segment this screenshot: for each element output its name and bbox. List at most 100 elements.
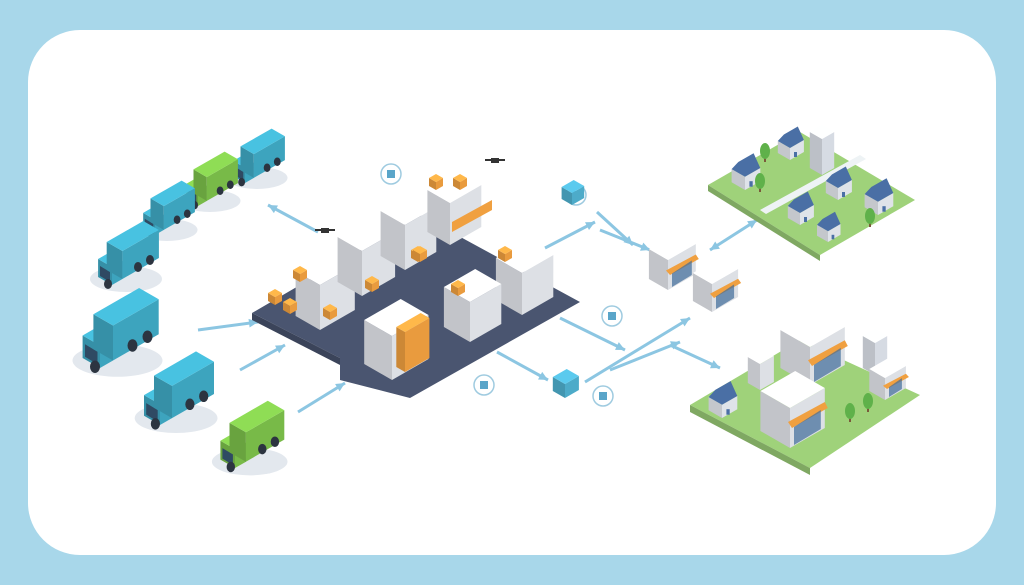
arrow-head-icon bbox=[585, 222, 595, 230]
store-right-body-top-face bbox=[692, 258, 739, 284]
small-office-left-face bbox=[747, 357, 760, 390]
house-walls-left-face bbox=[817, 224, 828, 242]
arrow-head-icon bbox=[335, 383, 345, 392]
arrow-head-icon bbox=[248, 318, 258, 328]
house-walls-right-face bbox=[800, 205, 814, 225]
house-roof bbox=[864, 178, 894, 202]
arrow-truck-large bbox=[239, 343, 286, 372]
store-windows bbox=[794, 410, 821, 445]
mini-hub-box-top-face bbox=[552, 369, 579, 384]
truck-wheel bbox=[258, 443, 267, 455]
mini-hub-box-right-face bbox=[565, 376, 579, 398]
arrow-line bbox=[669, 343, 721, 370]
house bbox=[777, 126, 804, 160]
truck-cargo-top-face bbox=[93, 288, 159, 326]
truck-cargo-right-face bbox=[172, 361, 214, 419]
circle-icon bbox=[380, 163, 402, 185]
arrow-head-icon bbox=[747, 220, 757, 229]
warehouse-awning bbox=[452, 200, 492, 232]
arrow-hub-to-store-lower bbox=[584, 316, 691, 384]
arrow-line bbox=[496, 350, 549, 382]
truck-cargo-right-face bbox=[122, 230, 159, 279]
circle-icon bbox=[592, 385, 614, 407]
truck-wheel bbox=[216, 186, 224, 195]
arrow-head-icon bbox=[275, 345, 285, 354]
truck-cargo-left-face bbox=[93, 314, 113, 361]
house-walls-right-face bbox=[828, 224, 841, 242]
arrow-line bbox=[197, 320, 259, 332]
house bbox=[864, 178, 894, 215]
house-roof bbox=[825, 166, 852, 188]
grass-edge bbox=[708, 185, 820, 261]
tree-icon bbox=[845, 403, 855, 419]
store-left-body-left-face bbox=[648, 249, 668, 290]
house-window bbox=[794, 152, 797, 157]
house-roof bbox=[731, 153, 761, 177]
warehouse-building-back1-left-face bbox=[337, 237, 362, 296]
truck-green-bottom bbox=[211, 400, 288, 476]
store-side-body-left-face bbox=[869, 369, 885, 400]
store-right bbox=[692, 258, 742, 312]
truck-cargo-right-face bbox=[253, 136, 285, 178]
store-awning bbox=[883, 373, 909, 389]
house-roof bbox=[817, 211, 841, 232]
truck-wheel bbox=[226, 461, 235, 473]
store-left bbox=[648, 233, 699, 290]
store-right-body-left-face bbox=[692, 273, 712, 312]
truck-cargo-left-face bbox=[154, 375, 172, 419]
icon-glyph bbox=[480, 381, 488, 389]
arrow-head-icon bbox=[640, 242, 650, 251]
house bbox=[787, 191, 814, 225]
arrow-head-icon bbox=[710, 360, 720, 369]
arrow-hub-store-2 bbox=[599, 228, 651, 252]
store-side bbox=[869, 357, 909, 400]
small-office-top-face bbox=[747, 349, 774, 364]
arrow-head-icon bbox=[538, 371, 548, 380]
grass-pad bbox=[708, 132, 915, 255]
orange-crane-structure-right-face bbox=[405, 318, 430, 372]
house-walls-left-face bbox=[864, 194, 878, 215]
package-icon-top-face bbox=[453, 174, 467, 182]
arrow-head-icon bbox=[268, 205, 278, 214]
house-walls-left-face bbox=[731, 169, 745, 190]
truck-cargo-left-face bbox=[106, 242, 123, 279]
shopping-store-back bbox=[780, 310, 848, 385]
house-walls-left-face bbox=[825, 181, 838, 200]
retail-stores bbox=[648, 233, 742, 312]
tree-icon bbox=[865, 208, 875, 224]
shopping-store-back-body-top-face bbox=[780, 310, 845, 347]
apartment-tower-right-face bbox=[822, 132, 835, 175]
truck-wheel bbox=[263, 163, 271, 172]
truck-cargo-right-face bbox=[113, 299, 159, 361]
apartment-tower-left-face bbox=[809, 132, 822, 175]
truck-cargo-right-face bbox=[206, 159, 238, 201]
package-icon-top-face bbox=[365, 276, 379, 284]
platform-edge bbox=[252, 313, 340, 365]
package-icon-top-face bbox=[268, 289, 282, 297]
truck-cargo-top-face bbox=[229, 400, 285, 433]
package-icon-top-face bbox=[283, 298, 297, 306]
circle-icon bbox=[601, 305, 623, 327]
truck-wheel bbox=[134, 262, 142, 272]
warehouse-building-center-right-face bbox=[470, 284, 502, 342]
package-icon-top-face bbox=[498, 246, 512, 254]
truck-lower bbox=[134, 351, 218, 434]
grass-edge bbox=[690, 405, 810, 475]
shopping-store-front-body-top-face bbox=[760, 371, 825, 408]
orange-crane-structure-top-face bbox=[396, 313, 430, 332]
store-awning bbox=[666, 254, 699, 275]
store-windows bbox=[814, 347, 841, 382]
store-side-body-top-face bbox=[869, 357, 906, 378]
truck-mid bbox=[90, 221, 162, 292]
warehouse-building-back3-top-face bbox=[427, 172, 482, 203]
circle-icon bbox=[473, 374, 495, 396]
package-icon-top-face bbox=[413, 246, 427, 254]
arrow-head-icon bbox=[615, 342, 625, 350]
truck-cargo-left-face bbox=[193, 169, 207, 201]
house-roof bbox=[708, 381, 738, 405]
icon-glyph bbox=[599, 392, 607, 400]
truck-wheel bbox=[270, 436, 280, 447]
mini-hub-bottom bbox=[552, 369, 579, 398]
truck-wheel bbox=[90, 360, 100, 373]
truck-cargo-left-face bbox=[150, 198, 164, 230]
